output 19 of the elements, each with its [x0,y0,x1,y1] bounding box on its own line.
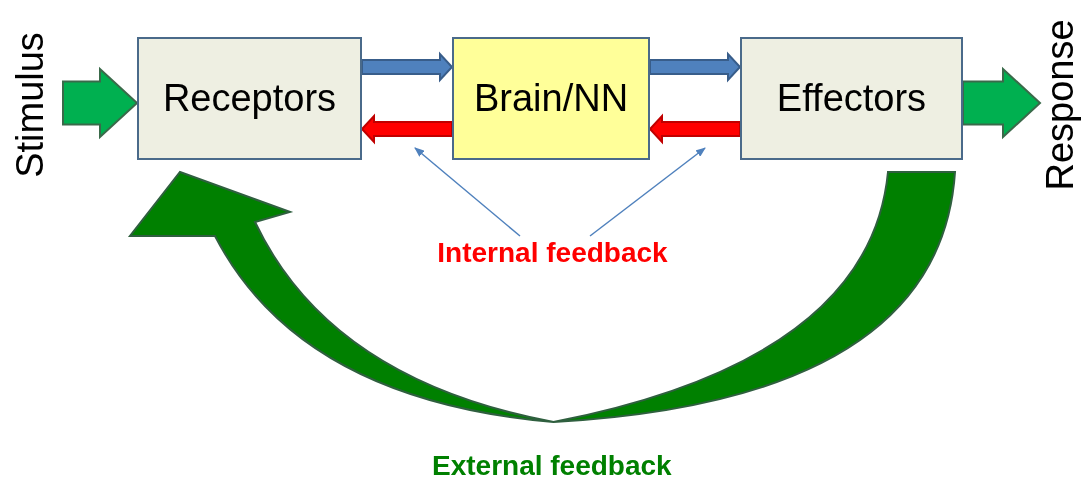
box-label: Effectors [776,77,927,120]
feedback-label: Internal feedback [437,237,668,269]
process-box [740,37,963,160]
process-box [137,37,362,160]
curved-arrow [129,171,956,423]
arrow [648,113,741,145]
response-label: Response [1038,19,1082,191]
block-arrow [62,66,139,140]
arrow [360,113,453,145]
box-label: Brain/NN [473,77,629,120]
leader-line [414,147,521,237]
block-arrow [962,66,1042,140]
arrow [649,51,742,83]
leader-line [589,147,706,237]
process-box [452,37,650,160]
box-label: Receptors [162,77,337,120]
stimulus-label: Stimulus [8,32,52,178]
arrow [361,51,454,83]
feedback-label: External feedback [432,450,672,482]
